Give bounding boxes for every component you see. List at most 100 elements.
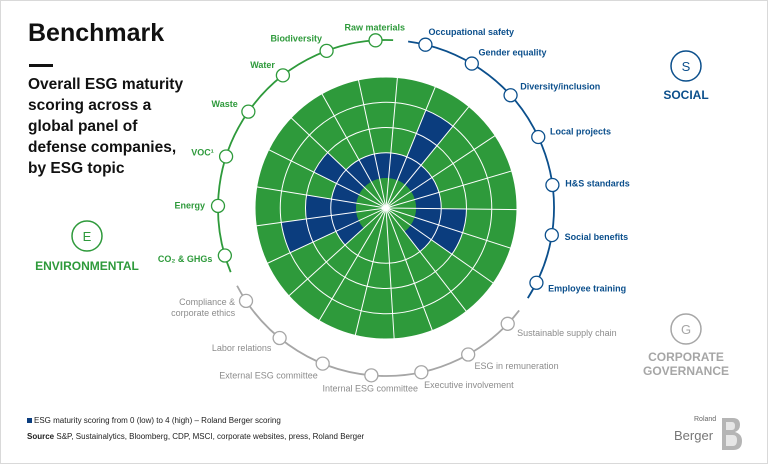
category-marker-20 [368, 33, 383, 48]
grid-spoke-0 [385, 77, 398, 209]
category-marker-8 [461, 347, 476, 362]
title-rule [29, 64, 53, 67]
grid-spoke-4 [385, 170, 512, 209]
category-label-20: Raw materials [344, 22, 405, 32]
score-bar-18 [345, 159, 372, 188]
category-label-10: Internal ESG committee [322, 383, 418, 393]
category-marker-14 [217, 248, 233, 263]
roland-berger-logo: Roland Berger [674, 416, 746, 454]
grid-spoke-18 [290, 117, 387, 209]
category-marker-1 [464, 56, 479, 71]
category-label-11: External ESG committee [219, 371, 318, 381]
category-label-7: Sustainable supply chain [517, 328, 617, 338]
grid-spoke-2 [385, 106, 470, 209]
grid-spoke-3 [385, 135, 496, 209]
page-title: Benchmark [28, 19, 165, 47]
category-marker-7 [500, 316, 515, 331]
logo-mark-icon [722, 418, 742, 450]
category-label-8: ESG in remuneration [475, 361, 559, 371]
group-name-E: ENVIRONMENTAL [35, 259, 139, 273]
category-marker-5 [544, 227, 559, 243]
category-marker-13 [238, 293, 254, 309]
category-marker-9 [414, 365, 429, 380]
category-label-16: VOC¹ [191, 147, 214, 157]
score-bar-19 [358, 153, 380, 182]
category-marker-10 [364, 368, 379, 383]
category-label-4: H&S standards [565, 178, 630, 188]
grid-spoke-14 [267, 207, 387, 264]
legend-swatch [27, 418, 32, 424]
legend-text: ESG maturity scoring from 0 (low) to 4 (… [34, 416, 281, 425]
category-label-14: CO₂ & GHGs [158, 254, 213, 264]
category-label-1: Gender equality [478, 47, 546, 57]
grid-spoke-15 [256, 207, 387, 227]
category-label-13: Compliance &corporate ethics [171, 297, 236, 318]
group-badge-G [670, 313, 702, 345]
grid-ring-4 [254, 76, 518, 340]
source-label: Source [27, 432, 55, 441]
legend-note: ESG maturity scoring from 0 (low) to 4 (… [27, 416, 281, 425]
score-bar-2 [404, 165, 433, 192]
grid-spoke-9 [385, 207, 433, 331]
category-marker-16 [218, 149, 234, 164]
category-label-19: Biodiversity [270, 34, 322, 44]
category-marker-11 [315, 356, 330, 371]
grid-spoke-16 [256, 186, 387, 209]
category-marker-2 [503, 88, 518, 103]
grid-spoke-10 [385, 207, 395, 339]
score-bar-13 [335, 220, 364, 246]
group-name-S: SOCIAL [663, 88, 708, 102]
category-marker-12 [272, 330, 287, 346]
grid-spoke-1 [385, 86, 436, 209]
grid-ring-2 [305, 127, 467, 289]
grid-spoke-7 [385, 207, 494, 284]
category-label-9: Executive involvement [424, 380, 514, 390]
grid-spoke-19 [321, 93, 387, 209]
score-bar-6 [410, 217, 463, 255]
score-bar-4 [414, 192, 442, 209]
group-badge-S [670, 50, 702, 82]
score-bar-5 [414, 208, 467, 233]
category-label-5: Social benefits [565, 232, 629, 242]
category-marker-17 [241, 104, 256, 119]
logo-berger: Berger [674, 428, 714, 443]
group-letter-E: E [83, 229, 92, 244]
logo-roland: Roland [694, 416, 717, 423]
score-bar-0 [388, 152, 407, 181]
grid-ring-1 [330, 152, 442, 264]
score-bar-7 [404, 225, 432, 252]
category-marker-18 [275, 68, 291, 83]
category-marker-0 [418, 37, 433, 52]
category-label-6: Employee training [548, 284, 626, 294]
score-bar-17 [313, 152, 365, 195]
category-label-17: Waste [212, 99, 238, 109]
category-label-0: Occupational safety [428, 27, 514, 37]
source-text: S&P, Sustainalytics, Bloomberg, CDP, MSC… [56, 432, 365, 441]
score-bar-1 [397, 110, 453, 185]
grid-spoke-20 [357, 79, 387, 209]
category-marker-19 [319, 43, 334, 59]
group-letter-G: G [681, 322, 691, 337]
grid-spoke-8 [385, 207, 467, 312]
category-label-3: Local projects [550, 127, 611, 137]
source-note: Source S&P, Sustainalytics, Bloomberg, C… [27, 432, 364, 441]
group-letter-S: S [682, 59, 691, 74]
score-bar-14 [281, 212, 359, 253]
grid-ring-3 [279, 101, 493, 315]
category-marker-15 [210, 198, 226, 214]
category-label-18: Water [250, 60, 275, 70]
page-subtitle: Overall ESG maturity scoring across a gl… [28, 76, 184, 177]
category-marker-4 [545, 177, 560, 193]
score-bar-16 [331, 183, 360, 204]
grid-spoke-12 [318, 207, 387, 321]
category-marker-6 [529, 275, 544, 290]
category-marker-3 [531, 129, 546, 145]
category-label-15: Energy [174, 201, 205, 211]
grid-spoke-11 [354, 207, 387, 336]
group-badge-E [71, 220, 103, 252]
grid-spoke-17 [268, 149, 387, 209]
grid-spoke-6 [385, 207, 511, 249]
